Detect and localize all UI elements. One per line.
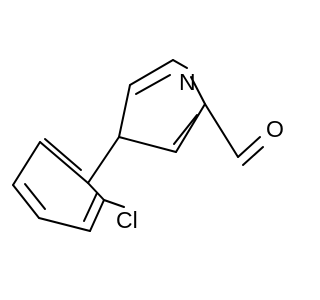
bond-ph-6-1: [87, 182, 105, 201]
bond-ph-5-6-inner: [83, 192, 98, 222]
nitrogen-label: N: [179, 69, 196, 95]
bond-ph-2-3: [12, 141, 41, 186]
bond-c2-c3-inner: [173, 114, 198, 145]
bond-ph-3-4-inner: [24, 183, 46, 210]
molecule-drawing: N O Cl: [12, 59, 284, 233]
bond-c2-c3: [175, 103, 206, 153]
bond-ph-1-2-inner: [44, 138, 82, 171]
oxygen-label: O: [266, 116, 284, 142]
bond-c5-c6: [129, 59, 174, 86]
bond-c4-c1prime: [87, 136, 120, 184]
chlorine-label: Cl: [116, 207, 138, 233]
bond-c3-c4: [118, 136, 177, 153]
bond-c-cl: [103, 199, 125, 208]
structure-diagram: N O Cl: [12, 59, 284, 233]
bond-c-o-inner: [242, 146, 264, 166]
bond-c-o: [237, 136, 261, 158]
bond-n1-c2: [190, 76, 206, 105]
bond-c6-n1: [172, 59, 188, 69]
bond-c5-c6-inner: [135, 74, 171, 95]
bond-ph-1-2: [39, 141, 89, 184]
bond-ph-5-6: [89, 199, 105, 232]
bond-ph-4-5: [38, 217, 91, 232]
bond-ph-3-4: [12, 184, 40, 219]
bond-c4-c5: [118, 84, 131, 138]
atom-labels: N O Cl: [116, 69, 284, 233]
bond-lines: [12, 59, 264, 232]
bond-c2-cho: [204, 103, 239, 158]
